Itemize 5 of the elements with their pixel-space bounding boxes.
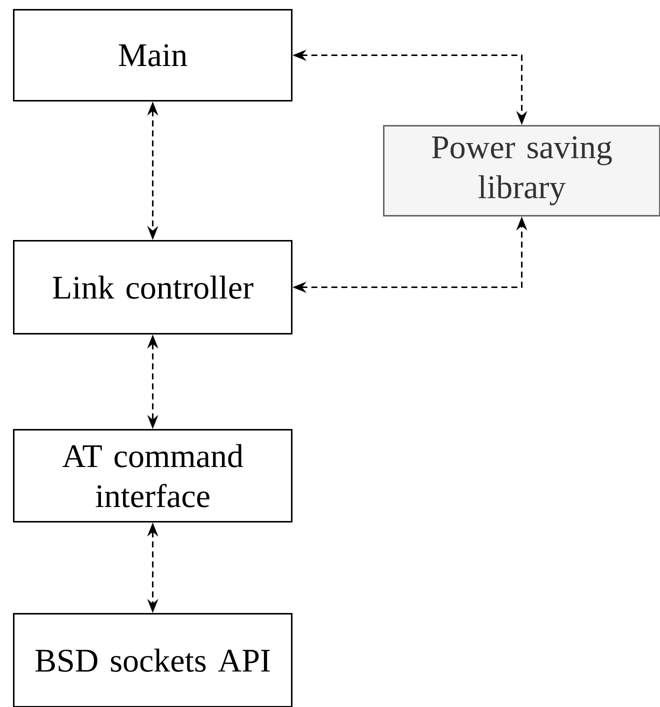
process-box: AT command interface — [13, 429, 292, 522]
process-box: Power saving library — [383, 125, 660, 216]
process-box: BSD sockets API — [13, 613, 292, 707]
process-box: Link controller — [13, 240, 292, 334]
process-box: Main — [13, 9, 292, 102]
